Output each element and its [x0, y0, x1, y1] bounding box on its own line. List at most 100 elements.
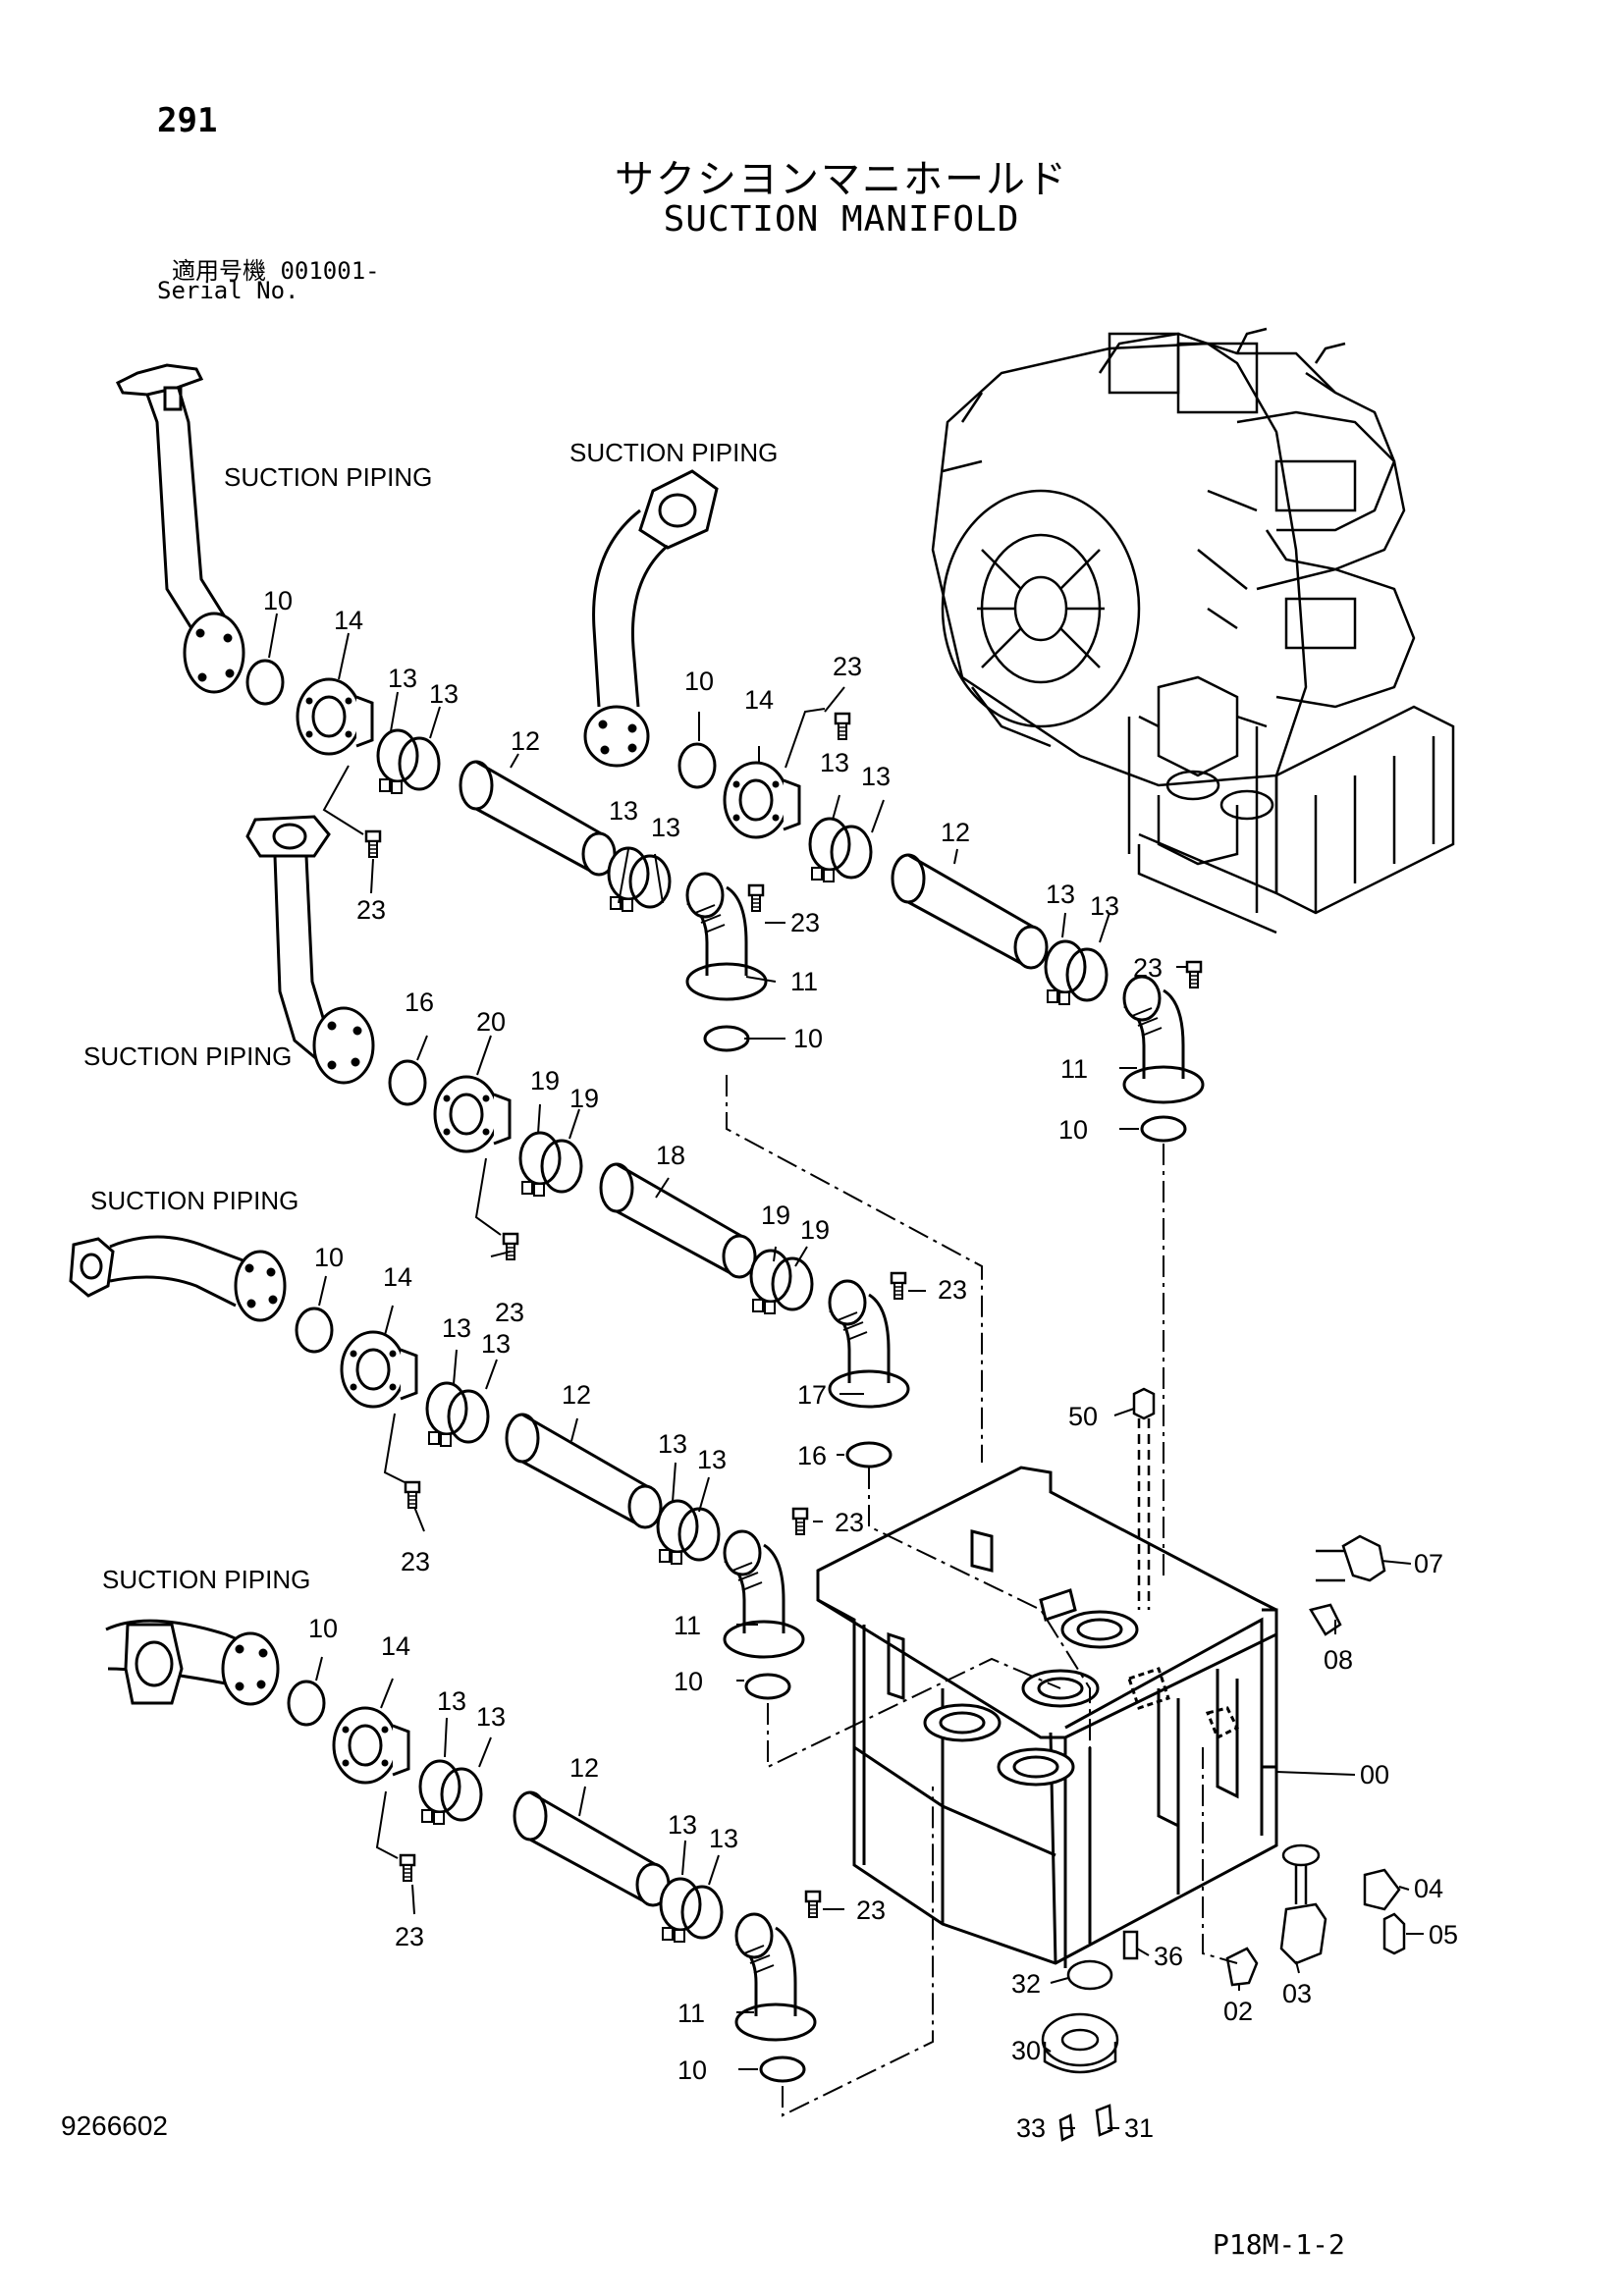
fittings-group — [1041, 1387, 1406, 2142]
oring-10-b — [1140, 1115, 1187, 1143]
callout-04: 04 — [1414, 1874, 1443, 1903]
oring-10-d — [744, 1673, 791, 1700]
callout-13: 13 — [861, 762, 891, 791]
callout-13: 13 — [668, 1810, 697, 1840]
gasket-10-e — [287, 1680, 326, 1727]
callout-23: 23 — [833, 652, 862, 681]
flange-14-a — [296, 677, 374, 756]
suction-piping-label-4: SUCTION PIPING — [90, 1186, 298, 1215]
callout-23: 23 — [1133, 953, 1163, 983]
callout-08: 08 — [1324, 1645, 1353, 1675]
page-number: 291 — [157, 101, 218, 140]
suction-piping-c — [245, 815, 375, 1085]
callout-17: 17 — [797, 1380, 827, 1410]
bolt-23-d1 — [404, 1480, 421, 1510]
serial-number-label: Serial No. — [157, 277, 299, 304]
callout-05: 05 — [1429, 1920, 1458, 1949]
callout-12: 12 — [941, 818, 970, 847]
gasket-16 — [388, 1059, 427, 1106]
callout-11: 11 — [790, 967, 818, 996]
callout-11: 11 — [674, 1611, 701, 1640]
clamp-13-e1 — [418, 1759, 483, 1826]
document-number: 9266602 — [61, 2110, 169, 2141]
callout-36: 36 — [1154, 1942, 1183, 1971]
clamp-13-d1 — [425, 1381, 490, 1448]
suction-piping-label-2: SUCTION PIPING — [569, 438, 778, 467]
callout-20: 20 — [476, 1007, 506, 1037]
callout-50: 50 — [1068, 1402, 1098, 1431]
callout-03: 03 — [1282, 1979, 1312, 2008]
callout-14: 14 — [383, 1262, 412, 1292]
suction-manifold-00 — [816, 1466, 1278, 1968]
callout-13: 13 — [481, 1329, 511, 1359]
gasket-10-d — [295, 1307, 334, 1354]
callout-14: 14 — [334, 606, 363, 635]
callout-10: 10 — [308, 1614, 338, 1643]
bolt-23-a1 — [364, 829, 382, 859]
callout-10: 10 — [314, 1243, 344, 1272]
suction-piping-b — [583, 469, 719, 768]
elbow-11-d — [723, 1529, 805, 1659]
callout-13: 13 — [1046, 880, 1075, 909]
callout-02: 02 — [1223, 1997, 1253, 2026]
callout-00: 00 — [1360, 1760, 1389, 1789]
oring-10-a — [703, 1025, 750, 1052]
callout-31: 31 — [1124, 2113, 1154, 2143]
callout-19: 19 — [569, 1084, 599, 1113]
clamp-19-1 — [518, 1131, 583, 1198]
bolt-23-e2 — [804, 1890, 822, 1919]
clamp-13-a1 — [376, 728, 441, 795]
callout-13: 13 — [437, 1686, 466, 1716]
flange-14-b — [723, 761, 801, 839]
reference-lines — [726, 1075, 1238, 2117]
callout-10: 10 — [677, 2056, 707, 2085]
callout-13: 13 — [1090, 891, 1119, 921]
callout-11: 11 — [1060, 1054, 1088, 1084]
callout-23: 23 — [356, 895, 386, 925]
hose-12-d — [505, 1413, 663, 1529]
suction-piping-label-5: SUCTION PIPING — [102, 1565, 310, 1594]
bolt-23-c1 — [502, 1232, 519, 1261]
callout-19: 19 — [761, 1201, 790, 1230]
clamp-13-d2 — [656, 1499, 721, 1566]
suction-piping-d — [69, 1235, 287, 1322]
callout-16: 16 — [405, 988, 434, 1017]
callout-23: 23 — [401, 1547, 430, 1576]
engine-pump-assembly — [931, 327, 1455, 934]
hose-12-e — [513, 1790, 671, 1907]
callout-13: 13 — [658, 1429, 687, 1459]
bolt-23-e1 — [399, 1853, 416, 1883]
hose-12-a — [459, 760, 617, 877]
callout-11: 11 — [677, 1999, 705, 2028]
callout-13: 13 — [709, 1824, 738, 1853]
callout-13: 13 — [429, 679, 459, 709]
callout-33: 33 — [1016, 2113, 1046, 2143]
callout-14: 14 — [744, 685, 774, 715]
callout-07: 07 — [1414, 1549, 1443, 1578]
oring-10-e — [759, 2056, 806, 2083]
oring-16 — [845, 1441, 893, 1468]
callout-13: 13 — [609, 796, 638, 826]
suction-piping-a — [115, 363, 245, 694]
hose-12-b — [891, 853, 1049, 970]
callout-23: 23 — [938, 1275, 967, 1305]
callout-10: 10 — [263, 586, 293, 615]
bolt-23-a2 — [747, 883, 765, 913]
callout-18: 18 — [656, 1141, 685, 1170]
callout-13: 13 — [476, 1702, 506, 1732]
clamp-13-b2 — [1044, 939, 1109, 1006]
callout-13: 13 — [442, 1313, 471, 1343]
suction-piping-e — [105, 1619, 280, 1706]
elbow-11-e — [734, 1912, 817, 2042]
callout-23: 23 — [395, 1922, 424, 1951]
callout-12: 12 — [569, 1753, 599, 1783]
callout-13: 13 — [820, 748, 849, 777]
callout-23: 23 — [495, 1298, 524, 1327]
callout-10: 10 — [793, 1024, 823, 1053]
bolt-23-c2 — [890, 1271, 907, 1301]
clamp-13-b1 — [808, 817, 873, 883]
callout-13: 13 — [388, 664, 417, 693]
hose-18 — [599, 1162, 757, 1279]
bolt-23-d2 — [791, 1507, 809, 1536]
callout-23: 23 — [835, 1508, 864, 1537]
